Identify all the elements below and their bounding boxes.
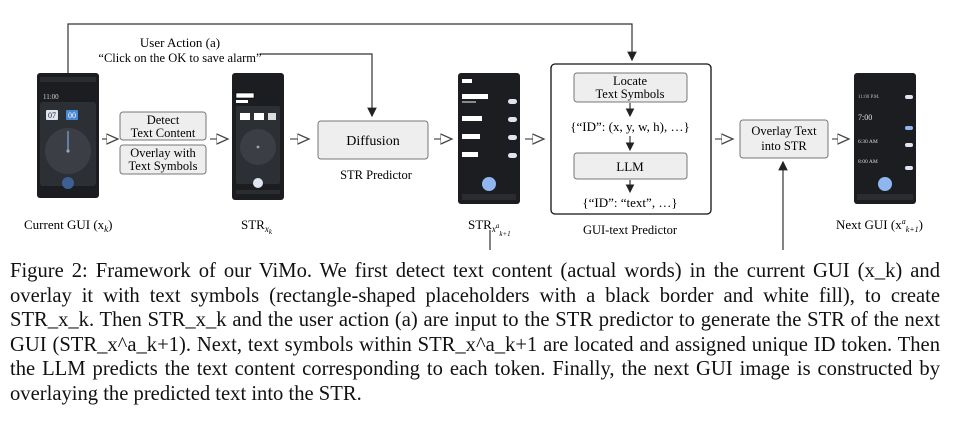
next-gui-label: Next GUI (xak+1) [836, 217, 923, 234]
overlay-line2: Text Symbols [129, 159, 198, 173]
str-xk-phone [232, 73, 284, 200]
overlay-line1: Overlay with [130, 146, 196, 160]
user-action-connector [67, 23, 637, 118]
llm-label: LLM [616, 159, 644, 174]
phone-time-small: 11:00 [43, 93, 59, 101]
current-gui-label: Current GUI (xk) [24, 217, 113, 234]
str-predictor-label: STR Predictor [340, 168, 413, 182]
next-alarm-4: 8:00 AM [858, 159, 878, 165]
caption-text: Figure 2: Framework of our ViMo. We firs… [10, 260, 940, 405]
figure-caption: Figure 2: Framework of our ViMo. We firs… [10, 259, 940, 407]
locate-line2: Text Symbols [596, 87, 665, 101]
overlay-text-line2: into STR [761, 139, 807, 153]
id-coords-text: {“ID”: (x, y, w, h), …} [570, 119, 689, 134]
id-text-output: {“ID”: “text”, …} [582, 195, 677, 210]
detect-text-box: Detect Text Content [119, 111, 207, 141]
phone-clock-hh: 07 [48, 111, 56, 120]
str-next-label: STRxak+1 [468, 217, 511, 238]
detect-line2: Text Content [131, 126, 196, 140]
overlay-text-box: Overlay Text into STR [739, 119, 829, 159]
str-xk-label: STRxk [241, 217, 273, 236]
user-action-line2: “Click on the OK to save alarm” [98, 51, 261, 65]
gui-text-predictor-box: Locate Text Symbols {“ID”: (x, y, w, h),… [550, 63, 712, 215]
next-alarm-3: 6:30 AM [858, 139, 878, 145]
str-next-phone [458, 73, 520, 204]
next-gui-phone: 11:00 P.M. 7:00 6:30 AM 8:00 AM [854, 73, 916, 204]
diffusion-label: Diffusion [346, 134, 399, 149]
phone-clock-mm: 00 [68, 111, 76, 120]
next-alarm-2: 7:00 [858, 113, 872, 122]
overlay-text-line1: Overlay Text [751, 124, 817, 138]
user-action-line1: User Action (a) [140, 35, 220, 50]
next-alarm-1: 11:00 P.M. [858, 95, 880, 100]
locate-line1: Locate [613, 74, 647, 88]
detect-line1: Detect [147, 113, 180, 127]
framework-figure: User Action (a) “Click on the OK to save… [24, 23, 923, 252]
diffusion-box: Diffusion [317, 120, 429, 160]
current-gui-phone: 11:00 07 00 [37, 73, 99, 198]
gui-text-predictor-label: GUI-text Predictor [583, 223, 678, 237]
overlay-symbols-box: Overlay with Text Symbols [119, 144, 207, 175]
